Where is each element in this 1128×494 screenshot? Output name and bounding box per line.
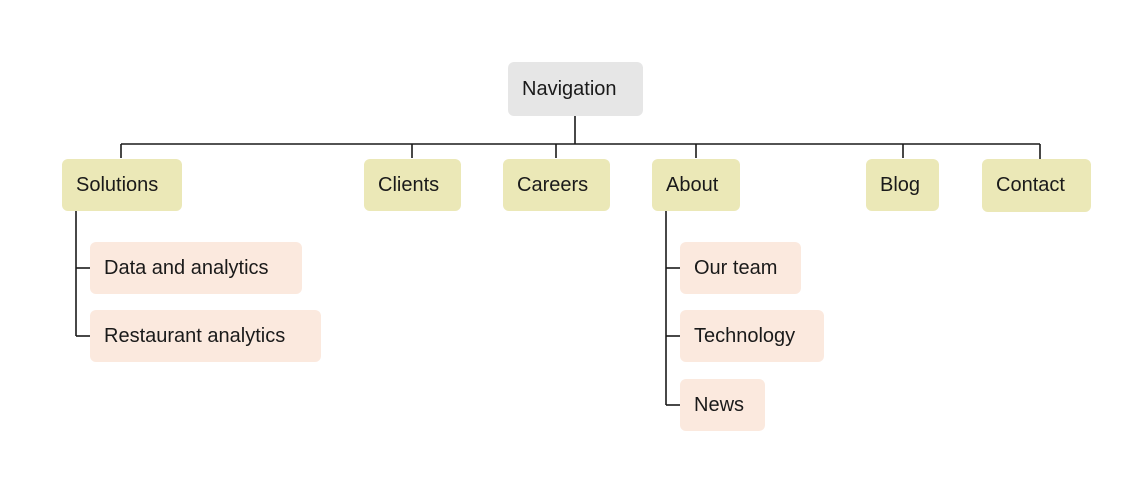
node-label: Our team bbox=[694, 256, 778, 279]
node-contact: Contact bbox=[982, 159, 1091, 212]
node-label: Careers bbox=[517, 173, 589, 196]
node-clients: Clients bbox=[364, 159, 461, 211]
node-solutions: Solutions bbox=[62, 159, 182, 211]
node-label: Blog bbox=[880, 173, 921, 196]
node-about: About bbox=[652, 159, 740, 211]
node-navigation: Navigation bbox=[508, 62, 643, 116]
node-label: Solutions bbox=[76, 173, 159, 196]
node-careers: Careers bbox=[503, 159, 610, 211]
node-label: Data and analytics bbox=[104, 256, 269, 279]
node-technology: Technology bbox=[680, 310, 824, 362]
node-label: Clients bbox=[378, 173, 440, 196]
node-our-team: Our team bbox=[680, 242, 801, 294]
node-restaurant-analytics: Restaurant analytics bbox=[90, 310, 321, 362]
node-label: Contact bbox=[996, 174, 1065, 196]
node-news: News bbox=[680, 379, 765, 431]
node-label: Navigation bbox=[522, 77, 617, 100]
node-label: Restaurant analytics bbox=[104, 324, 286, 347]
node-blog: Blog bbox=[866, 159, 939, 211]
node-label: News bbox=[694, 393, 745, 416]
node-label: About bbox=[666, 173, 719, 196]
node-data-and-analytics: Data and analytics bbox=[90, 242, 302, 294]
node-label: Technology bbox=[694, 324, 796, 347]
